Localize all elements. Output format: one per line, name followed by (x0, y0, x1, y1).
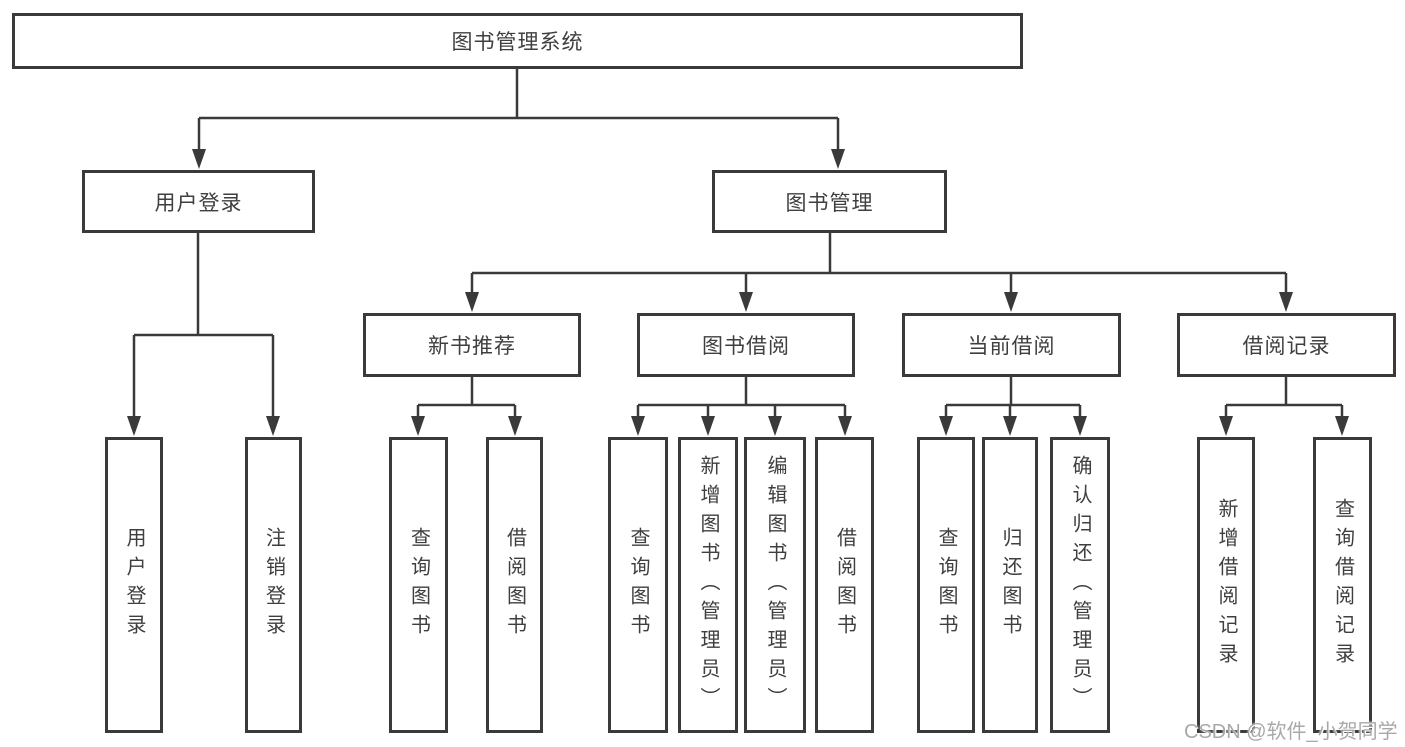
leaf-user-login: 用户登录 (105, 437, 163, 733)
node-label: 用户登录 (154, 191, 243, 215)
arrowhead-icon (939, 416, 953, 436)
node-book-borrow: 图书借阅 (637, 313, 855, 377)
node-label: 归还图书 (999, 527, 1021, 643)
leaf-logout: 注销登录 (245, 437, 302, 733)
leaf-edit-book-admin: 编辑图书（管理员） (744, 437, 806, 733)
node-root-system: 图书管理系统 (12, 13, 1023, 69)
arrowhead-icon (127, 416, 141, 436)
node-label: 新书推荐 (428, 335, 516, 358)
node-book-management: 图书管理 (712, 170, 947, 233)
leaf-return-book: 归还图书 (982, 437, 1038, 733)
arrowhead-icon (838, 416, 852, 436)
connector-root-to-level2 (192, 69, 845, 169)
leaf-add-book-admin: 新增图书（管理员） (678, 437, 738, 733)
node-label: 新增借阅记录 (1215, 498, 1237, 672)
arrowhead-icon (1003, 416, 1017, 436)
leaf-query-books-borrow: 查询图书 (608, 437, 668, 733)
connector-book-management (465, 233, 1293, 312)
arrowhead-icon (1004, 292, 1018, 312)
arrowhead-icon (831, 149, 845, 169)
node-label: 查询图书 (627, 527, 649, 643)
arrowhead-icon (768, 416, 782, 436)
arrowhead-icon (631, 416, 645, 436)
node-label: 注销登录 (262, 527, 285, 643)
arrowhead-icon (1219, 416, 1233, 436)
node-borrow-records: 借阅记录 (1177, 313, 1396, 377)
connector-current-borrow (939, 377, 1087, 436)
leaf-query-books-recommend: 查询图书 (389, 437, 448, 733)
node-label: 编辑图书（管理员） (764, 454, 786, 716)
node-label: 新增图书（管理员） (697, 454, 719, 716)
arrowhead-icon (1335, 416, 1349, 436)
node-label: 图书管理 (785, 191, 874, 215)
node-label: 确认归还（管理员） (1069, 454, 1091, 716)
node-current-borrow: 当前借阅 (902, 313, 1121, 377)
arrowhead-icon (701, 416, 715, 436)
node-label: 查询图书 (407, 527, 430, 643)
arrowhead-icon (266, 416, 280, 436)
arrowhead-icon (739, 292, 753, 312)
node-new-book-recommend: 新书推荐 (363, 313, 581, 377)
arrowhead-icon (508, 416, 522, 436)
connector-new-book-recommend (411, 377, 522, 436)
node-label: 图书借阅 (702, 335, 790, 358)
arrowhead-icon (465, 292, 479, 312)
node-label: 查询图书 (935, 527, 957, 643)
arrowhead-icon (192, 149, 206, 169)
node-label: 借阅记录 (1242, 335, 1331, 358)
leaf-confirm-return-admin: 确认归还（管理员） (1050, 437, 1110, 733)
arrowhead-icon (1279, 292, 1293, 312)
node-user-login: 用户登录 (82, 170, 315, 233)
csdn-watermark: CSDN @软件_小贺同学 (1184, 721, 1398, 743)
node-label: 借阅图书 (503, 527, 526, 643)
connector-book-borrow (631, 377, 852, 436)
node-label: 查询借阅记录 (1331, 498, 1354, 672)
leaf-borrow-books-recommend: 借阅图书 (486, 437, 543, 733)
node-label: 图书管理系统 (451, 31, 584, 54)
arrowhead-icon (1073, 416, 1087, 436)
connector-user-login (127, 233, 280, 436)
leaf-borrow-books: 借阅图书 (815, 437, 874, 733)
leaf-add-borrow-record: 新增借阅记录 (1197, 437, 1255, 733)
node-label: 当前借阅 (967, 335, 1056, 358)
node-label: 借阅图书 (833, 527, 856, 643)
node-label: 用户登录 (123, 527, 145, 643)
arrowhead-icon (411, 416, 425, 436)
leaf-query-borrow-record: 查询借阅记录 (1313, 437, 1372, 733)
connector-borrow-records (1219, 377, 1349, 436)
leaf-query-books-current: 查询图书 (917, 437, 975, 733)
